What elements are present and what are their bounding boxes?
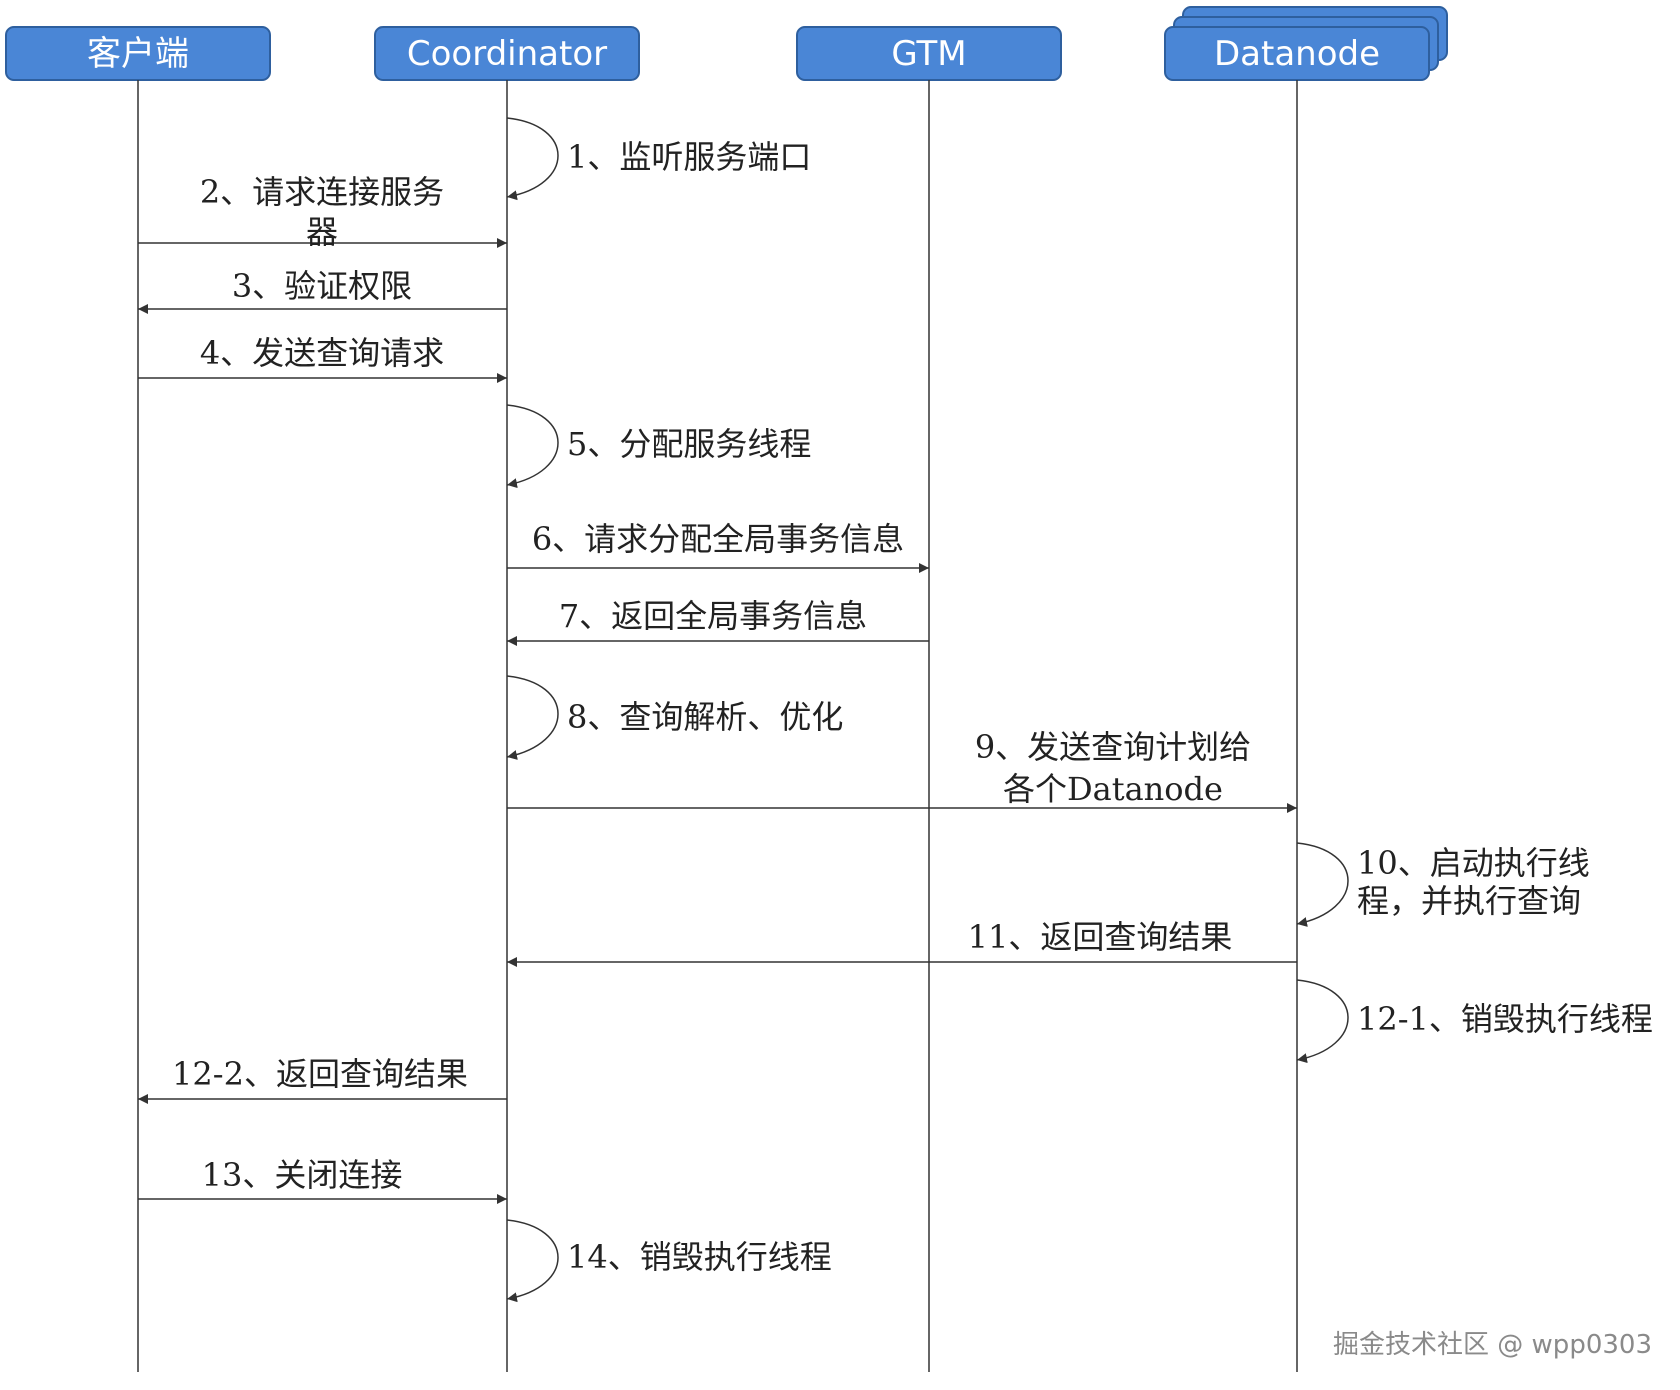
message-5: 5、分配服务线程 bbox=[506, 404, 811, 489]
message-13: 13、关闭连接 bbox=[138, 1156, 507, 1204]
message-12-1-label: 12-1、销毁执行线程 bbox=[1357, 1000, 1653, 1038]
lifeline-datanode-label: Datanode bbox=[1214, 34, 1380, 74]
message-11: 11、返回查询结果 bbox=[507, 918, 1297, 967]
message-2-label-line1: 2、请求连接服务 bbox=[200, 173, 444, 211]
message-13-label: 13、关闭连接 bbox=[202, 1156, 403, 1194]
message-14-arrow bbox=[506, 1219, 559, 1303]
message-14-label: 14、销毁执行线程 bbox=[567, 1238, 832, 1276]
lifeline-datanode: Datanode bbox=[1164, 6, 1448, 1372]
message-7: 7、返回全局事务信息 bbox=[507, 597, 929, 646]
message-6: 6、请求分配全局事务信息 bbox=[507, 520, 929, 573]
message-12-2-label: 12-2、返回查询结果 bbox=[172, 1055, 468, 1093]
message-4: 4、发送查询请求 bbox=[138, 334, 507, 383]
lifeline-coordinator-label: Coordinator bbox=[407, 34, 607, 74]
lifeline-coordinator: Coordinator bbox=[374, 26, 640, 1372]
message-4-label: 4、发送查询请求 bbox=[200, 334, 444, 372]
message-1: 1、监听服务端口 bbox=[506, 117, 811, 201]
message-3: 3、验证权限 bbox=[138, 267, 507, 314]
message-10-arrow bbox=[1296, 842, 1349, 927]
message-1-label: 1、监听服务端口 bbox=[567, 138, 811, 176]
message-8-label: 8、查询解析、优化 bbox=[567, 698, 843, 736]
message-6-label: 6、请求分配全局事务信息 bbox=[532, 520, 904, 558]
message-7-label: 7、返回全局事务信息 bbox=[559, 597, 867, 635]
message-2: 2、请求连接服务 器 bbox=[138, 173, 507, 251]
message-9-label-line2: 各个Datanode bbox=[1003, 770, 1223, 808]
message-10-label-line1: 10、启动执行线 bbox=[1357, 844, 1590, 882]
message-8: 8、查询解析、优化 bbox=[506, 675, 843, 760]
lifeline-gtm-label: GTM bbox=[891, 34, 966, 74]
message-12-1: 12-1、销毁执行线程 bbox=[1296, 979, 1653, 1064]
message-14: 14、销毁执行线程 bbox=[506, 1219, 832, 1303]
message-10-label-line2: 程，并执行查询 bbox=[1357, 882, 1581, 920]
message-5-arrow bbox=[506, 404, 559, 489]
watermark: 掘金技术社区 @ wpp0303 bbox=[1333, 1330, 1652, 1360]
message-8-arrow bbox=[506, 675, 559, 760]
message-10: 10、启动执行线 程，并执行查询 bbox=[1296, 842, 1590, 927]
message-1-arrow bbox=[506, 117, 559, 201]
message-12-2: 12-2、返回查询结果 bbox=[138, 1055, 507, 1104]
lifeline-client: 客户端 bbox=[5, 26, 271, 1372]
message-9: 9、发送查询计划给 各个Datanode bbox=[507, 728, 1297, 813]
message-9-label-line1: 9、发送查询计划给 bbox=[975, 728, 1251, 766]
message-3-label: 3、验证权限 bbox=[232, 267, 412, 305]
message-12-1-arrow bbox=[1296, 979, 1349, 1064]
message-2-label-line2: 器 bbox=[306, 213, 338, 251]
lifeline-client-label: 客户端 bbox=[87, 34, 189, 74]
message-11-label: 11、返回查询结果 bbox=[968, 918, 1233, 956]
lifeline-gtm: GTM bbox=[796, 26, 1062, 1372]
message-5-label: 5、分配服务线程 bbox=[567, 425, 811, 463]
